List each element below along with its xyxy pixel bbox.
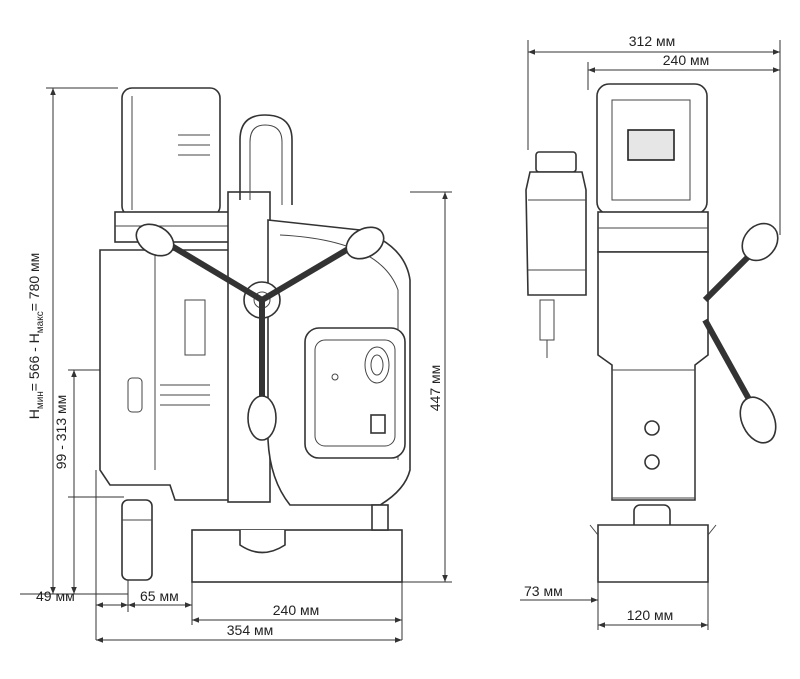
front-dimensions: [520, 40, 781, 630]
h-mid: = 566 - H: [26, 333, 42, 391]
dim-312: 312 мм: [629, 33, 676, 49]
coolant-cap: [535, 151, 577, 173]
lever-knob-bottom: [247, 395, 277, 441]
magnet-base: [191, 529, 403, 583]
carry-handle: [239, 114, 293, 205]
front-lever-knob-bottom: [739, 396, 777, 444]
front-label-plate: [627, 129, 675, 161]
annular-cutter: [121, 499, 153, 581]
dim-73: 73 мм: [524, 583, 563, 599]
side-view: [99, 87, 411, 583]
front-magnet-base: [597, 524, 709, 583]
motor-collar: [114, 211, 231, 243]
front-collar: [597, 211, 709, 253]
lever-knob-right: [345, 226, 385, 260]
dim-447: 447 мм: [427, 365, 443, 412]
lever-knob-left: [135, 223, 175, 257]
control-box: [304, 327, 406, 459]
dim-120: 120 мм: [627, 607, 674, 623]
power-switch: [370, 414, 386, 434]
h-min-sub: мин: [35, 391, 46, 409]
dim-65: 65 мм: [140, 588, 179, 604]
dim-240-top: 240 мм: [663, 52, 710, 68]
base-connector: [371, 504, 389, 531]
h-max-sub: макс: [35, 311, 46, 333]
front-bolt-lower: [644, 454, 660, 470]
side-dimensions: [20, 87, 452, 643]
front-view: [525, 83, 779, 583]
dim-99-313: 99 - 313 мм: [53, 395, 69, 470]
front-lever-knob-top: [741, 222, 779, 262]
drill-body: [99, 249, 231, 501]
dim-h-range: Hмин= 566 - Hмакс= 780 мм: [26, 253, 46, 420]
h-end: = 780 мм: [26, 253, 42, 312]
front-bolt-upper: [644, 420, 660, 436]
front-body: [597, 251, 709, 501]
coolant-bottle: [525, 171, 587, 296]
dim-49: 49 мм: [36, 588, 75, 604]
dim-354: 354 мм: [227, 622, 274, 638]
h-prefix-1: H: [26, 409, 42, 419]
motor-housing: [121, 87, 221, 217]
dim-240-base: 240 мм: [273, 602, 320, 618]
